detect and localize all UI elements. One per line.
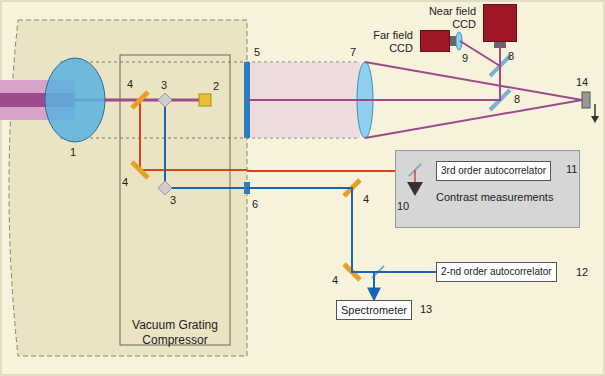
grating	[45, 58, 105, 142]
red-beam	[140, 169, 247, 171]
callout-number: 8	[514, 93, 520, 106]
ccd-camera: Near field CCD	[483, 4, 517, 42]
red-beam	[139, 100, 141, 170]
focusing-ray	[365, 62, 582, 100]
callout-number: 3	[170, 194, 176, 207]
focusing-ray	[365, 100, 582, 138]
callout-number: 10	[397, 200, 409, 213]
camera-lens	[450, 36, 456, 46]
autocorrelator-box: 2-nd order autocorrelator	[436, 262, 557, 282]
motion-arrowhead	[591, 116, 599, 123]
callout-number: 14	[576, 76, 588, 89]
callout-number: 7	[350, 46, 356, 59]
mirror	[132, 92, 148, 108]
target	[582, 92, 590, 108]
node-text: 3rd order autocorrelator	[441, 165, 546, 177]
node-text: Spectrometer	[341, 304, 407, 316]
node-text: 2-nd order autocorrelator	[441, 266, 552, 278]
callout-number: 6	[252, 198, 258, 211]
contrast-panel: Contrast measurements 3rd order autocorre…	[395, 150, 580, 228]
callout-number: 4	[332, 274, 338, 287]
motion-arrow	[594, 104, 596, 118]
pickoff-mirror	[158, 93, 172, 107]
beam-dump	[199, 94, 211, 106]
callout-number: 1	[70, 146, 76, 159]
beam-connector	[247, 41, 500, 100]
beam-connector	[247, 188, 436, 272]
blue-beam	[165, 187, 247, 189]
ccd-camera: Far field CCD	[420, 30, 450, 52]
beam-connector	[247, 42, 500, 100]
node-text: Contrast measurements	[436, 191, 553, 204]
callout-number: 4	[122, 176, 128, 189]
callout-number: 8	[508, 50, 514, 63]
callout-number: 5	[254, 46, 260, 59]
callout-number: 3	[161, 79, 167, 92]
callout-number: 9	[462, 52, 468, 65]
pickoff-mirror	[158, 181, 172, 195]
node-text: Far field CCD	[361, 29, 413, 55]
callout-number: 11	[566, 163, 577, 176]
node-text: Vacuum Grating Compressor	[120, 318, 230, 348]
callout-number: 4	[127, 78, 133, 91]
node-text: Near field CCD	[420, 5, 476, 31]
spectrometer-box: Spectrometer	[336, 300, 412, 320]
blue-beam	[164, 100, 166, 188]
compressor-housing	[9, 20, 247, 356]
autocorrelator-box: 3rd order autocorrelator	[436, 161, 551, 181]
beam-connector	[247, 188, 374, 300]
callout-number: 4	[363, 193, 369, 206]
callout-number: 13	[420, 303, 432, 316]
mirror	[132, 162, 148, 178]
callout-number: 2	[213, 80, 219, 93]
callout-number: 12	[576, 266, 588, 279]
